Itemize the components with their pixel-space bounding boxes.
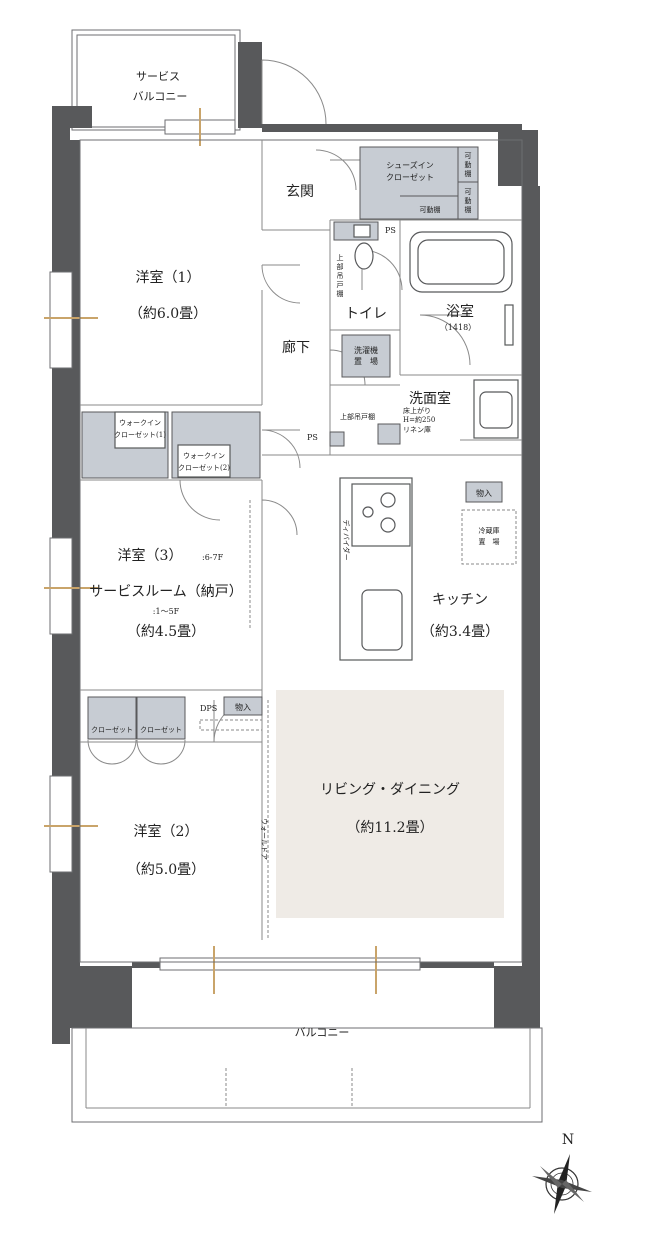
western1-label: 洋室（1） [136, 269, 201, 286]
living-label: リビング・ダイニング [320, 782, 460, 798]
dps-label: DPS [200, 704, 217, 713]
floor-raise-label-2: H=約250 [403, 415, 435, 424]
service-balcony-label-2: バルコニー [133, 90, 188, 103]
linen-label: リネン庫 [403, 425, 431, 434]
shoes-in-closet: シューズイン クローゼット 可動棚 可 動 棚 可 動 棚 [359, 146, 479, 220]
western2-size-label: （約5.0畳） [127, 862, 205, 878]
bathroom: 浴室 （1418） [409, 231, 514, 346]
wic2-label-1: ウォークイン [183, 452, 225, 460]
movable-shelf-v2-3: 棚 [465, 205, 472, 214]
kitchen-label: キッチン [432, 592, 488, 608]
closets-western2: クローゼット クローゼット DPS 物入 [87, 696, 263, 765]
wic2-label-2: クローゼット(2) [178, 463, 230, 472]
washroom: 洗濯機 置 場 洗面室 上部吊戸棚 床上がり H=約250 リネン庫 PS [307, 334, 519, 447]
western2-label: 洋室（2） [134, 823, 199, 840]
movable-shelf-v1-3: 棚 [465, 169, 472, 178]
shoes-closet-label-1: シューズイン [386, 160, 434, 170]
upper-cabinet-v-5: 棚 [337, 289, 344, 298]
shoes-closet-label-2: クローゼット [386, 172, 434, 182]
compass-icon: N [532, 1132, 592, 1214]
storage-label-dps: 物入 [235, 702, 251, 712]
western3-label: 洋室（3） [118, 547, 183, 564]
western3-size-label: （約4.5畳） [127, 624, 205, 640]
service-room-floor-label: :1～5F [153, 607, 180, 616]
fridge-label-2: 置 場 [479, 537, 500, 546]
bath-size-label: （1418） [440, 323, 476, 332]
upper-cabinet-label: 上部吊戸棚 [340, 412, 375, 421]
storage-label-kitchen: 物入 [476, 488, 492, 498]
wic1-label-1: ウォークイン [119, 419, 161, 427]
washroom-label: 洗面室 [409, 390, 451, 407]
movable-shelf-v2-1: 可 [465, 188, 472, 196]
outer-walls [44, 42, 540, 1044]
closet-label-2: クローゼット [140, 725, 182, 734]
toilet-area: PS 上 部 吊 戸 棚 トイレ [333, 221, 396, 322]
living-dining-floor [276, 690, 504, 918]
service-balcony: サービス バルコニー [71, 29, 241, 131]
service-room-label: サービスルーム（納戸） [89, 584, 243, 600]
ps-label-top: PS [385, 226, 396, 235]
movable-shelf-v1-2: 動 [465, 160, 472, 169]
movable-shelf-v2-2: 動 [465, 196, 472, 205]
movable-shelf-label: 可動棚 [420, 205, 441, 214]
washer-space-label-2: 置 場 [354, 356, 378, 366]
wall-door-label: ウォールドア [260, 818, 268, 860]
living-size-label: （約11.2畳） [346, 820, 433, 836]
fridge-label-1: 冷蔵庫 [479, 526, 500, 535]
wic1-label-2: クローゼット(1) [114, 430, 166, 439]
bath-label: 浴室 [446, 303, 474, 320]
corridor-label: 廊下 [282, 339, 310, 356]
upper-cabinet-v-1: 上 [337, 253, 344, 262]
entrance-label: 玄関 [286, 183, 314, 200]
kitchen-size-label: （約3.4畳） [421, 624, 499, 640]
upper-cabinet-v-4: 戸 [337, 281, 344, 289]
kitchen: ディバイダー 物入 冷蔵庫 置 場 キッチン （約3.4畳） [339, 477, 517, 661]
upper-cabinet-v-2: 部 [337, 262, 344, 271]
compass-north-label: N [562, 1132, 574, 1148]
balcony: バルコニー [71, 1026, 543, 1123]
balcony-label: バルコニー [295, 1026, 350, 1039]
ps-label-mid: PS [307, 433, 318, 442]
washer-space-label-1: 洗濯機 [354, 345, 378, 355]
walk-in-closets: ウォークイン クローゼット(1) ウォークイン クローゼット(2) [81, 411, 261, 479]
service-balcony-label-1: サービス [136, 70, 180, 83]
floor-raise-label-1: 床上がり [403, 406, 431, 415]
upper-cabinet-v-3: 吊 [337, 272, 344, 280]
western3-floor-label: :6-7F [202, 553, 224, 562]
movable-shelf-v1-1: 可 [465, 152, 472, 160]
western1-size-label: （約6.0畳） [129, 306, 207, 322]
divider-label: ディバイダー [342, 519, 351, 560]
toilet-label: トイレ [345, 306, 387, 322]
closet-label-1: クローゼット [91, 725, 133, 734]
